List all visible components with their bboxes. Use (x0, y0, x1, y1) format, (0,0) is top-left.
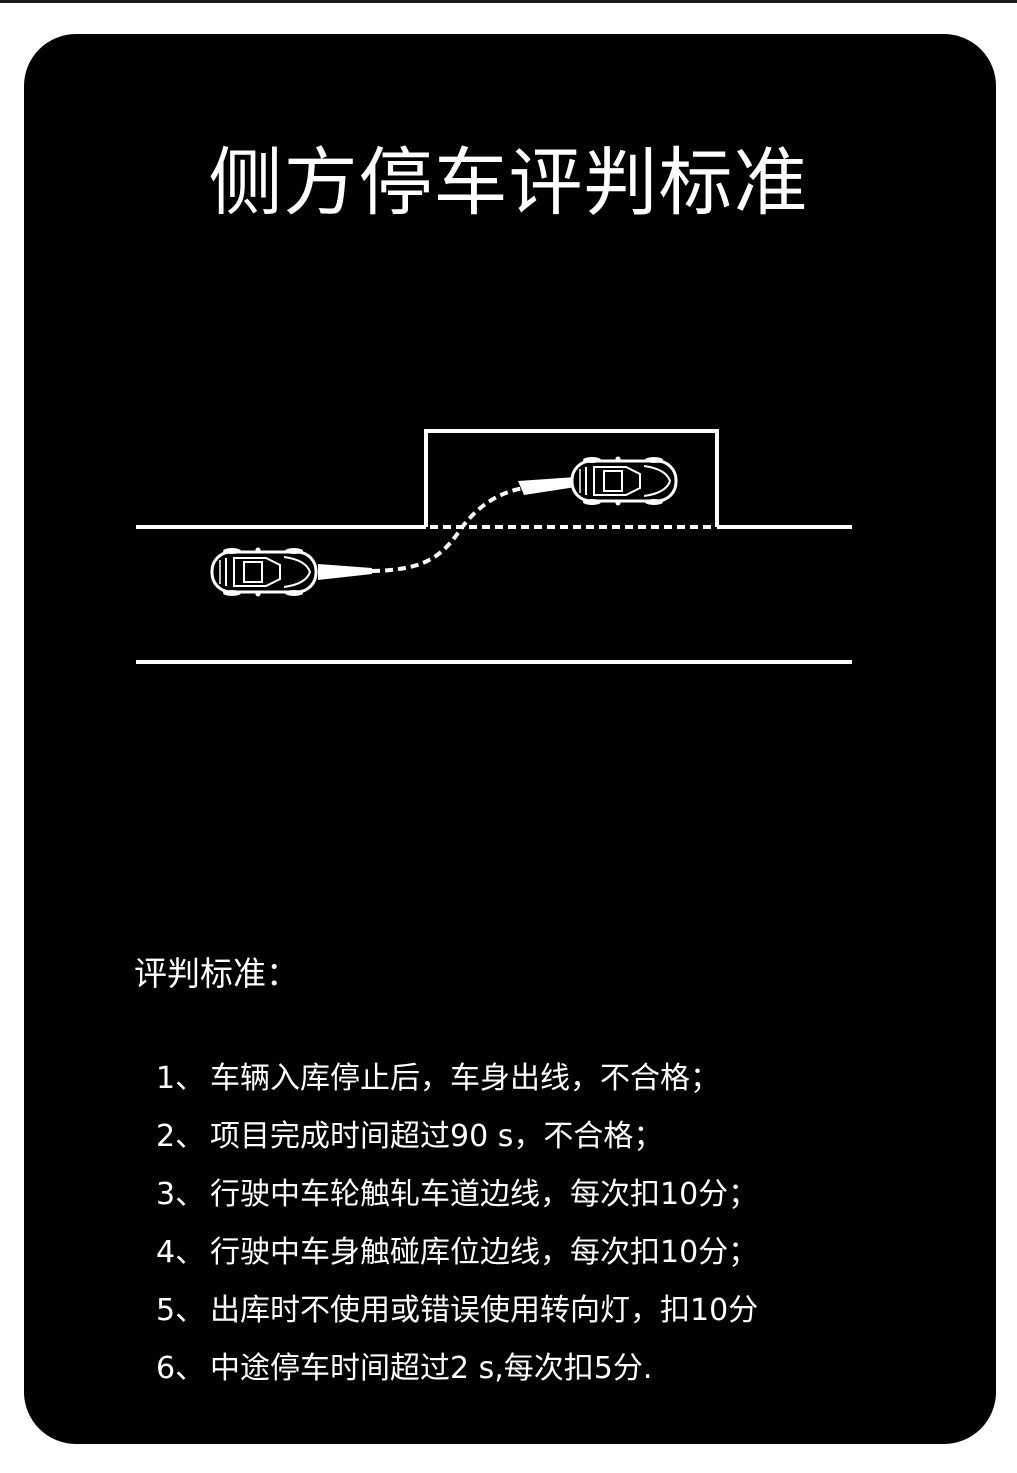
driving-path (371, 486, 525, 573)
car-parked-icon (570, 455, 678, 507)
criteria-heading: 评判标准： (134, 954, 299, 993)
criteria-item: 1、车辆入库停止后，车身出线，不合格； (156, 1050, 758, 1108)
path-arrow-icon (518, 477, 576, 495)
car-start-icon (210, 546, 318, 598)
criteria-item: 2、项目完成时间超过90 s，不合格； (156, 1108, 758, 1166)
headlight-beam (318, 564, 372, 580)
criteria-item-number: 6、 (156, 1351, 206, 1386)
criteria-item-number: 4、 (156, 1235, 206, 1270)
top-strip (0, 0, 1017, 3)
criteria-item: 6、中途停车时间超过2 s,每次扣5分. (156, 1340, 758, 1398)
criteria-item-text: 中途停车时间超过2 s,每次扣5分. (210, 1351, 653, 1386)
criteria-item: 4、行驶中车身触碰库位边线，每次扣10分； (156, 1224, 758, 1282)
parking-bay-outline (424, 429, 719, 527)
info-card (24, 34, 996, 1444)
criteria-item-text: 出库时不使用或错误使用转向灯，扣10分 (210, 1293, 759, 1328)
criteria-item-number: 2、 (156, 1119, 206, 1154)
criteria-item-text: 行驶中车身触碰库位边线，每次扣10分； (210, 1235, 759, 1270)
criteria-item-number: 1、 (156, 1061, 206, 1096)
page-title: 侧方停车评判标准 (208, 140, 809, 226)
criteria-item-number: 3、 (156, 1177, 206, 1212)
criteria-list: 1、车辆入库停止后，车身出线，不合格； 2、项目完成时间超过90 s，不合格； … (156, 1050, 758, 1398)
criteria-item: 5、出库时不使用或错误使用转向灯，扣10分 (156, 1282, 758, 1340)
criteria-item: 3、行驶中车轮触轧车道边线，每次扣10分； (156, 1166, 758, 1224)
criteria-item-text: 行驶中车轮触轧车道边线，每次扣10分； (210, 1177, 759, 1212)
criteria-item-text: 项目完成时间超过90 s，不合格； (210, 1119, 664, 1154)
criteria-item-text: 车辆入库停止后，车身出线，不合格； (210, 1061, 720, 1096)
criteria-item-number: 5、 (156, 1293, 206, 1328)
